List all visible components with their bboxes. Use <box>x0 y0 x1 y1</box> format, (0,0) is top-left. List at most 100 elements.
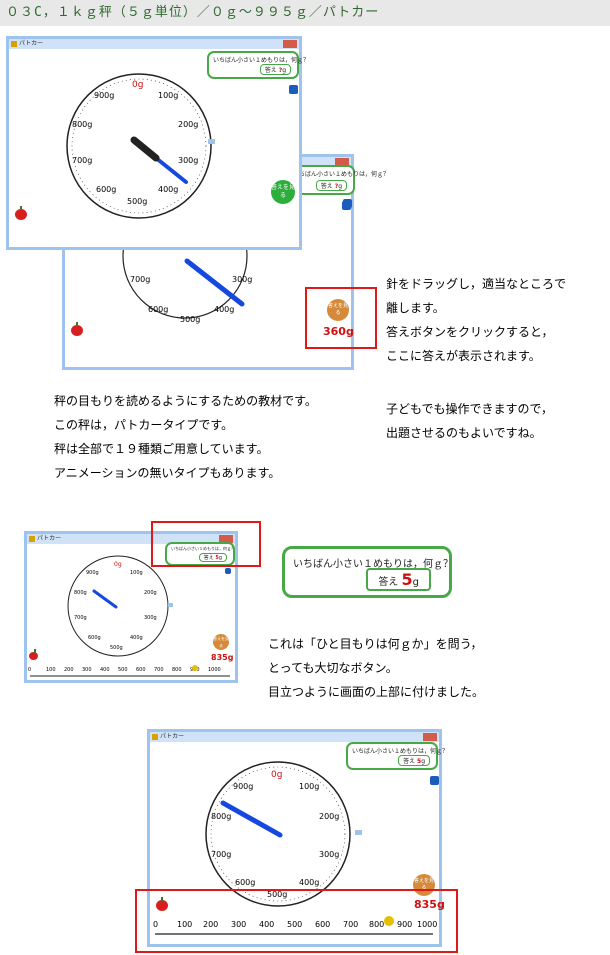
window-titlebar[interactable]: パトカー <box>150 732 439 742</box>
text-block-3: 秤の目もりを読めるようにするための教材です。この秤は，パトカータイプです。秤は全… <box>54 394 317 480</box>
answer-field[interactable]: 答え ?g <box>259 64 291 75</box>
window-title: パトカー <box>160 733 185 740</box>
dial-label: 800g <box>74 590 87 596</box>
pen-icon[interactable] <box>343 199 352 208</box>
dial-label: 200g <box>319 812 339 821</box>
scale-mark <box>168 603 173 607</box>
window-title: パトカー <box>37 535 62 542</box>
ruler-label: 300 <box>82 667 92 673</box>
dial-label: 300g <box>178 156 198 165</box>
ruler-label: 100 <box>177 920 192 929</box>
window-titlebar[interactable]: パトカー <box>9 39 299 49</box>
highlight-box <box>305 287 377 349</box>
ruler-label: 800 <box>172 667 182 673</box>
dial-label: 300g <box>144 615 157 621</box>
dial-label: 100g <box>299 782 319 791</box>
answer-field[interactable]: 答え 5g <box>198 553 227 562</box>
apple-icon <box>15 206 27 220</box>
pen-icon[interactable] <box>289 85 298 94</box>
dial-label: 500g <box>127 197 147 206</box>
question-box: いちばん小さい１めもりは，何ｇ？ 答え 5g <box>346 742 448 770</box>
answer-field[interactable]: 答え ?g <box>315 180 347 191</box>
question-box-zoom: いちばん小さい１めもりは，何ｇ？ 答え 5g <box>282 546 453 598</box>
answer-button[interactable]: 答えを見る <box>213 634 229 650</box>
answer-button[interactable]: 答えを見る <box>271 180 295 204</box>
question-text: いちばん小さい１めもりは，何ｇ？ <box>293 559 453 570</box>
app-window-middle: パトカー いちばん小さい１めもりは，何ｇ？ 答え 5g 答えを見る 835g <box>24 531 238 683</box>
dial-label: 100g <box>158 91 178 100</box>
text-block-4: これは「ひと目もりは何ｇか」を問う，とっても大切なボタン。目立つように画面の上部… <box>268 637 485 699</box>
dial-label: 800g <box>72 120 92 129</box>
ruler-label: 500 <box>118 667 128 673</box>
ruler-label: 900 <box>397 920 412 929</box>
answer-field[interactable]: 答え 5g <box>398 755 430 766</box>
page-header: ０３C，１ｋｇ秤（５ｇ単位）／０ｇ～９９５ｇ／パトカー <box>0 0 610 26</box>
app-icon <box>29 536 35 542</box>
car-icon <box>384 916 394 926</box>
dial-label: 700g <box>211 850 231 859</box>
question-text: いちばん小さい１めもりは，何ｇ？ <box>171 546 235 551</box>
apple-icon <box>156 897 168 911</box>
window-title: パトカー <box>19 40 44 47</box>
answer-button-clicked[interactable]: 答えを見る <box>327 299 349 321</box>
dial-label: 900g <box>233 782 253 791</box>
ruler-label: 300 <box>231 920 246 929</box>
window-titlebar[interactable]: パトカー <box>27 534 235 544</box>
ruler-label: 0 <box>28 667 31 673</box>
car-icon <box>192 665 198 671</box>
dial-label: 200g <box>144 590 157 596</box>
scale-mark <box>208 139 215 144</box>
dial-label: 400g <box>299 878 319 887</box>
question-box: いちばん小さい１めもりは，何ｇ？ 答え 5g <box>165 542 235 566</box>
pen-icon[interactable] <box>430 776 439 785</box>
close-button[interactable] <box>219 535 233 543</box>
close-button[interactable] <box>423 733 437 741</box>
text-block-2: 子どもでも操作できますので，出題させるのもよいですね。 <box>386 402 554 440</box>
dial-label: 600g <box>148 305 168 314</box>
dial-front: 0g 100g 200g 300g 400g 500g 600g 700g 80… <box>66 73 215 219</box>
apple-icon <box>29 649 38 660</box>
needle <box>220 800 283 838</box>
ruler-label: 200 <box>203 920 218 929</box>
needle-drag-handle <box>130 136 160 162</box>
dial-label: 700g <box>72 156 92 165</box>
close-button[interactable] <box>283 40 297 48</box>
question-text: いちばん小さい１めもりは，何ｇ？ <box>293 171 390 178</box>
ruler-label: 0 <box>153 920 158 929</box>
dial-label: 600g <box>235 878 255 887</box>
dial-label: 900g <box>94 91 114 100</box>
answer-field[interactable]: 答え 5g <box>366 568 431 591</box>
dial-label: 700g <box>130 275 150 284</box>
app-icon <box>152 734 158 740</box>
dial-bottom: 0g 100g 200g 300g 400g 500g 600g 700g 80… <box>153 761 437 935</box>
dial-label: 900g <box>86 570 99 576</box>
ruler-label: 1000 <box>208 667 221 673</box>
dial-label: 400g <box>214 305 234 314</box>
dial-label: 0g <box>114 561 122 568</box>
close-button[interactable] <box>335 158 349 166</box>
reading-value: 360g <box>323 325 354 338</box>
app-icon <box>11 41 17 47</box>
dial-label: 500g <box>267 890 287 899</box>
ruler-label: 400 <box>100 667 110 673</box>
dial-label: 500g <box>110 645 123 651</box>
dial-label: 400g <box>130 635 143 641</box>
ruler-label: 500 <box>287 920 302 929</box>
pen-icon[interactable] <box>225 568 231 574</box>
ruler-label: 400 <box>259 920 274 929</box>
question-text: いちばん小さい１めもりは，何ｇ？ <box>213 57 310 64</box>
dial-label: 600g <box>96 185 116 194</box>
ruler-label: 600 <box>315 920 330 929</box>
question-text: いちばん小さい１めもりは，何ｇ？ <box>352 748 449 755</box>
dial-label: 400g <box>158 185 178 194</box>
ruler-label: 200 <box>64 667 74 673</box>
ruler-label: 700 <box>154 667 164 673</box>
dial-label: 200g <box>178 120 198 129</box>
ruler-label: 700 <box>343 920 358 929</box>
reading-value: 835g <box>211 653 234 662</box>
dial-label: 300g <box>232 275 252 284</box>
highlight-box <box>151 521 261 567</box>
ruler-label: 100 <box>46 667 56 673</box>
dial-label: 600g <box>88 635 101 641</box>
reading-value: 835g <box>414 898 445 911</box>
